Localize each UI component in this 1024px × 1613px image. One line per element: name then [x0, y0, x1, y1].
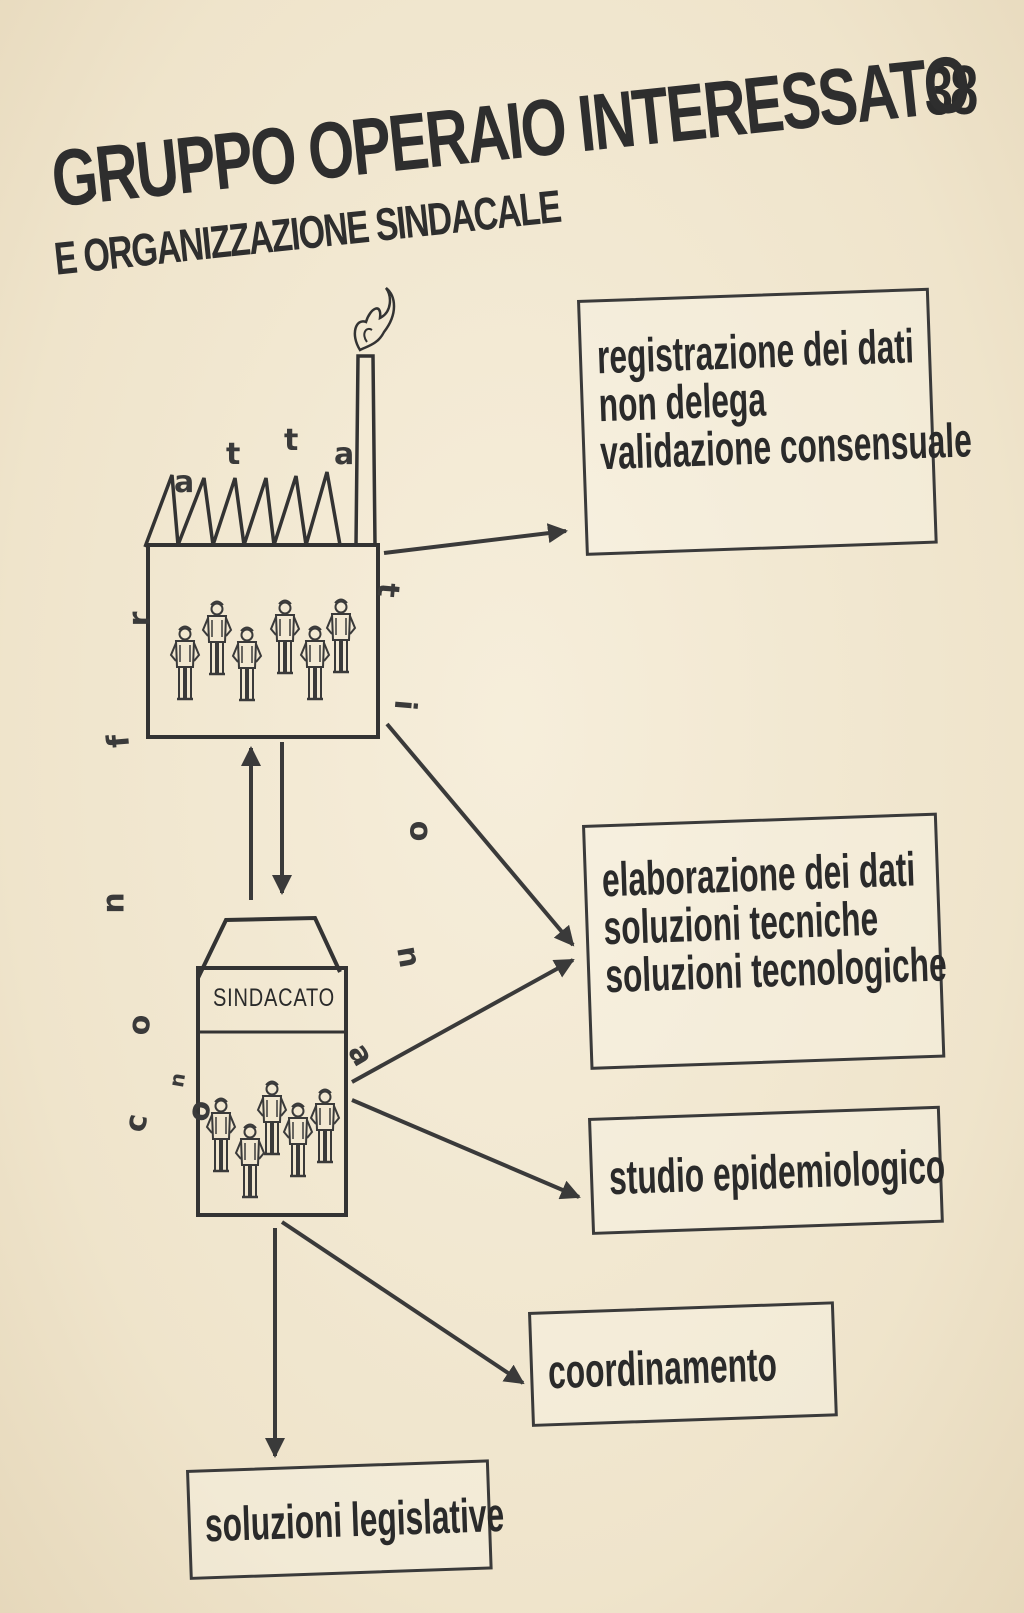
- factory-workers-icon: [169, 598, 357, 702]
- roof-letter: a: [334, 437, 355, 472]
- box-coordinamento: coordinamento: [528, 1301, 838, 1427]
- box-elaborazione-line: soluzioni tecnologiche: [604, 938, 948, 1004]
- box-studio-epidemiologico: studio epidemiologico: [588, 1105, 947, 1235]
- arc-letter: f: [101, 733, 138, 750]
- arrow-factory-to-elaborazione: [385, 722, 575, 947]
- arc-letter: o: [402, 820, 438, 842]
- arrow-to-coordinamento: [280, 1220, 525, 1385]
- box-legislative-line: soluzioni legislative: [204, 1488, 505, 1553]
- arc-letter: n: [96, 892, 132, 914]
- arrow-union-to-elaborazione: [351, 958, 575, 1084]
- union-workers-icon: [205, 1080, 341, 1199]
- roof-letter: a: [174, 465, 195, 500]
- union-label: SINDACATO: [213, 984, 336, 1012]
- box-registrazione-line: validazione consensuale: [599, 414, 973, 481]
- arc-letter: o: [121, 1013, 159, 1037]
- factory-building: [143, 287, 396, 739]
- box-registrazione: registrazione dei dati non delega valida…: [577, 287, 973, 556]
- page-number: 38: [925, 51, 978, 129]
- arc-letter: r: [122, 611, 158, 627]
- box-soluzioni-legislative: soluzioni legislative: [186, 1459, 505, 1580]
- roof-letter: t: [284, 423, 299, 458]
- roof-letter: t: [226, 437, 241, 472]
- box-studio-line: studio epidemiologico: [608, 1140, 947, 1206]
- smoke-icon: [353, 287, 396, 352]
- arrow-to-registrazione: [383, 523, 568, 555]
- arrow-to-studio: [351, 1098, 581, 1200]
- box-elaborazione: elaborazione dei dati soluzioni tecniche…: [582, 812, 948, 1070]
- union-building: [196, 915, 348, 1217]
- box-coordinamento-line: coordinamento: [547, 1338, 778, 1400]
- box-registrazione-line: registrazione dei dati: [596, 320, 915, 385]
